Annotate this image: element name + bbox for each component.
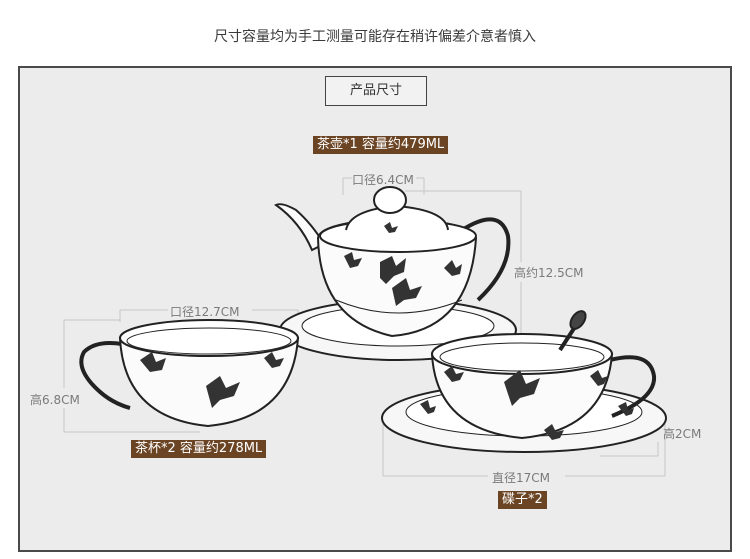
teapot xyxy=(274,186,511,338)
left-cup-butterflies xyxy=(140,352,284,408)
section-title: 产品尺寸 xyxy=(325,76,427,106)
right-cup-butterflies xyxy=(420,366,634,440)
teapot-mouth-dimension: 口径6.4CM xyxy=(352,173,414,187)
cup-label: 茶杯*2 容量约278ML xyxy=(131,440,267,458)
teapot-height-dimension: 高约12.5CM xyxy=(514,266,584,280)
saucer-label: 碟子*2 xyxy=(498,491,547,509)
saucer-diameter-dimension: 直径17CM xyxy=(492,471,551,485)
teapot-butterflies xyxy=(344,222,462,306)
left-cup xyxy=(79,319,300,428)
teapot-label: 茶壶*1 容量约479ML xyxy=(313,136,449,154)
notice-text: 尺寸容量均为手工测量可能存在稍许偏差介意者慎入 xyxy=(214,29,536,45)
cup-mouth-dimension: 口径12.7CM xyxy=(170,305,240,319)
dimension-lines xyxy=(63,177,666,477)
cup-height-dimension: 高6.8CM xyxy=(30,393,80,407)
saucer-height-dimension: 高2CM xyxy=(663,427,702,441)
